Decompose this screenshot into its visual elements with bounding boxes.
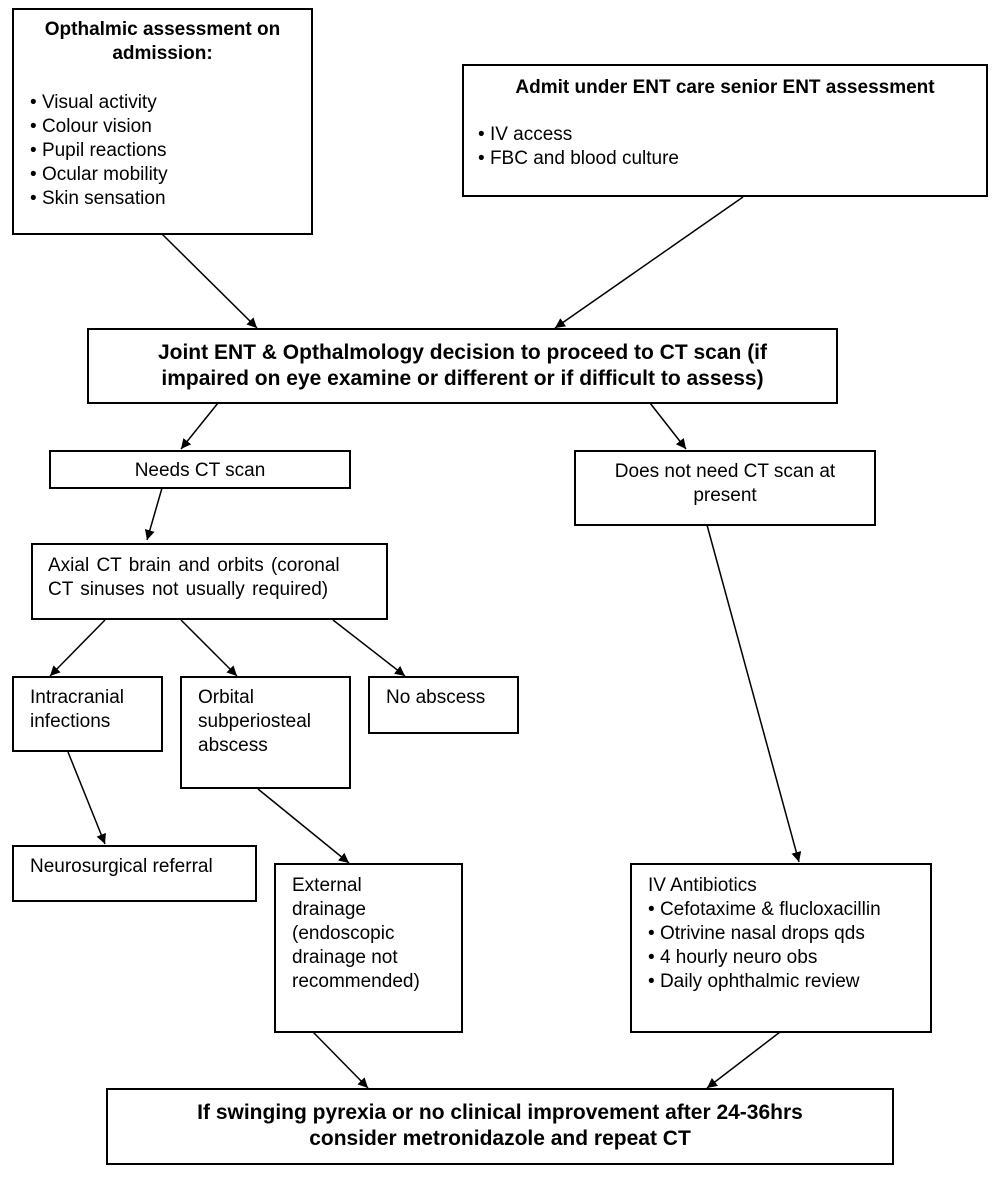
final-action-box: If swinging pyrexia or no clinical impro… xyxy=(106,1088,894,1165)
no-ct-text: Does not need CT scan at present xyxy=(614,461,836,506)
list-item: Cefotaxime & flucloxacillin xyxy=(648,898,881,922)
joint-decision-text: Joint ENT & Opthalmology decision to pro… xyxy=(157,341,768,390)
arrow-intracranial-to-neurosurgical xyxy=(67,751,106,845)
arrow-admit-to-joint xyxy=(554,196,744,329)
iv-antibiotics-box: IV Antibiotics Cefotaxime & flucloxacill… xyxy=(630,863,932,1033)
admit-title: Admit under ENT care senior ENT assessme… xyxy=(515,77,935,98)
list-item: Otrivine nasal drops qds xyxy=(648,922,881,946)
list-item: FBC and blood culture xyxy=(478,147,679,171)
needs-ct-label: Needs CT scan xyxy=(134,460,266,481)
arrow-external-to-final xyxy=(312,1031,369,1089)
arrow-needs-ct-to-axial xyxy=(144,487,163,541)
intracranial-text: Intracranial infections xyxy=(30,687,124,732)
ophthalmic-title: Opthalmic assessment on admission: xyxy=(44,19,281,64)
axial-ct-box: Axial CT brain and orbits (coronal CT si… xyxy=(31,543,388,620)
intracranial-box: Intracranial infections xyxy=(12,676,163,752)
list-item: 4 hourly neuro obs xyxy=(648,946,881,970)
arrow-joint-to-needs-ct xyxy=(180,402,219,450)
list-item: Pupil reactions xyxy=(30,139,168,163)
arrow-axial-to-no-abscess xyxy=(332,619,406,677)
list-item: Ocular mobility xyxy=(30,163,168,187)
joint-decision-box: Joint ENT & Opthalmology decision to pro… xyxy=(87,328,838,404)
admit-ent-box: Admit under ENT care senior ENT assessme… xyxy=(462,64,988,197)
arrow-axial-to-intracranial xyxy=(49,619,106,677)
list-item: Skin sensation xyxy=(30,187,168,211)
external-drainage-text: External drainage (endoscopic drainage n… xyxy=(292,875,420,992)
no-abscess-box: No abscess xyxy=(368,676,519,734)
ophthalmic-assessment-box: Opthalmic assessment on admission: Visua… xyxy=(12,8,313,235)
list-item: IV access xyxy=(478,123,679,147)
ophthalmic-list: Visual activity Colour vision Pupil reac… xyxy=(30,91,168,211)
no-abscess-label: No abscess xyxy=(386,687,486,708)
arrow-ophthalmic-to-joint xyxy=(161,233,258,329)
arrow-no-ct-to-antibiotics xyxy=(706,524,802,863)
list-item: Daily ophthalmic review xyxy=(648,970,881,994)
final-action-text: If swinging pyrexia or no clinical impro… xyxy=(197,1101,803,1150)
neurosurgical-box: Neurosurgical referral xyxy=(12,845,257,902)
arrow-joint-to-no-ct xyxy=(649,402,687,450)
arrow-axial-to-orbital xyxy=(180,619,238,677)
antibiotics-title: IV Antibiotics xyxy=(648,875,757,896)
arrow-orbital-to-external xyxy=(257,788,350,864)
orbital-box: Orbital subperiosteal abscess xyxy=(180,676,351,789)
orbital-text: Orbital subperiosteal abscess xyxy=(198,687,312,756)
needs-ct-box: Needs CT scan xyxy=(49,450,351,489)
external-drainage-box: External drainage (endoscopic drainage n… xyxy=(274,863,463,1033)
list-item: Visual activity xyxy=(30,91,168,115)
axial-ct-text: Axial CT brain and orbits (coronal CT si… xyxy=(48,555,340,600)
arrow-antibiotics-to-final xyxy=(706,1031,781,1089)
antibiotics-list: Cefotaxime & flucloxacillin Otrivine nas… xyxy=(648,898,881,994)
no-ct-box: Does not need CT scan at present xyxy=(574,450,876,526)
admit-list: IV access FBC and blood culture xyxy=(478,123,679,171)
neurosurgical-label: Neurosurgical referral xyxy=(30,856,213,877)
list-item: Colour vision xyxy=(30,115,168,139)
